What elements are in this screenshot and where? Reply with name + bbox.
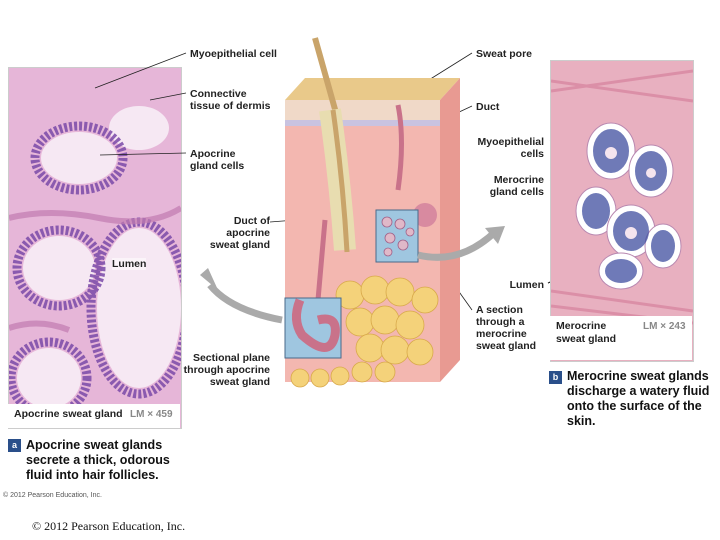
label-merocrine-gland-cells: Merocrine gland cells: [489, 174, 544, 198]
lumen-label-left: Lumen: [112, 258, 147, 270]
merocrine-caption: Merocrine sweat gland: [556, 320, 617, 345]
label-myoepithelial-cells: Myoepithelial cells: [477, 136, 544, 160]
apocrine-magnification: LM × 459: [130, 409, 173, 420]
badge-b: b: [549, 371, 562, 384]
apocrine-micrograph: [8, 67, 182, 429]
label-sweat-pore: Sweat pore: [476, 48, 533, 60]
label-section-merocrine: A section through a merocrine sweat glan…: [476, 304, 537, 352]
label-lumen-right: Lumen: [509, 279, 544, 291]
footer-copyright: © 2012 Pearson Education, Inc.: [32, 519, 186, 533]
apocrine-description: Apocrine sweat glands secrete a thick, o…: [26, 438, 170, 482]
merocrine-magnification: LM × 243: [643, 321, 686, 332]
label-duct-of-apocrine: Duct of apocrine sweat gland: [209, 215, 270, 251]
label-myoepithelial-cell: Myoepithelial cell: [190, 48, 277, 60]
label-apocrine-gland-cells: Apocrine gland cells: [190, 148, 245, 172]
copyright-small: © 2012 Pearson Education, Inc.: [3, 492, 102, 499]
apocrine-micrograph-image: [9, 68, 181, 428]
merocrine-description: Merocrine sweat glands discharge a water…: [567, 369, 710, 428]
merocrine-micrograph: [550, 60, 694, 362]
apocrine-caption: Apocrine sweat gland: [14, 408, 123, 420]
left-caption-bar: [8, 404, 180, 428]
label-duct: Duct: [476, 101, 500, 113]
merocrine-micrograph-image: [551, 61, 693, 361]
badge-a: a: [8, 439, 21, 452]
right-caption-bar: [550, 316, 692, 360]
label-sectional-plane: Sectional plane through apocrine sweat g…: [183, 352, 270, 388]
label-connective-tissue: Connective tissue of dermis: [190, 88, 271, 112]
